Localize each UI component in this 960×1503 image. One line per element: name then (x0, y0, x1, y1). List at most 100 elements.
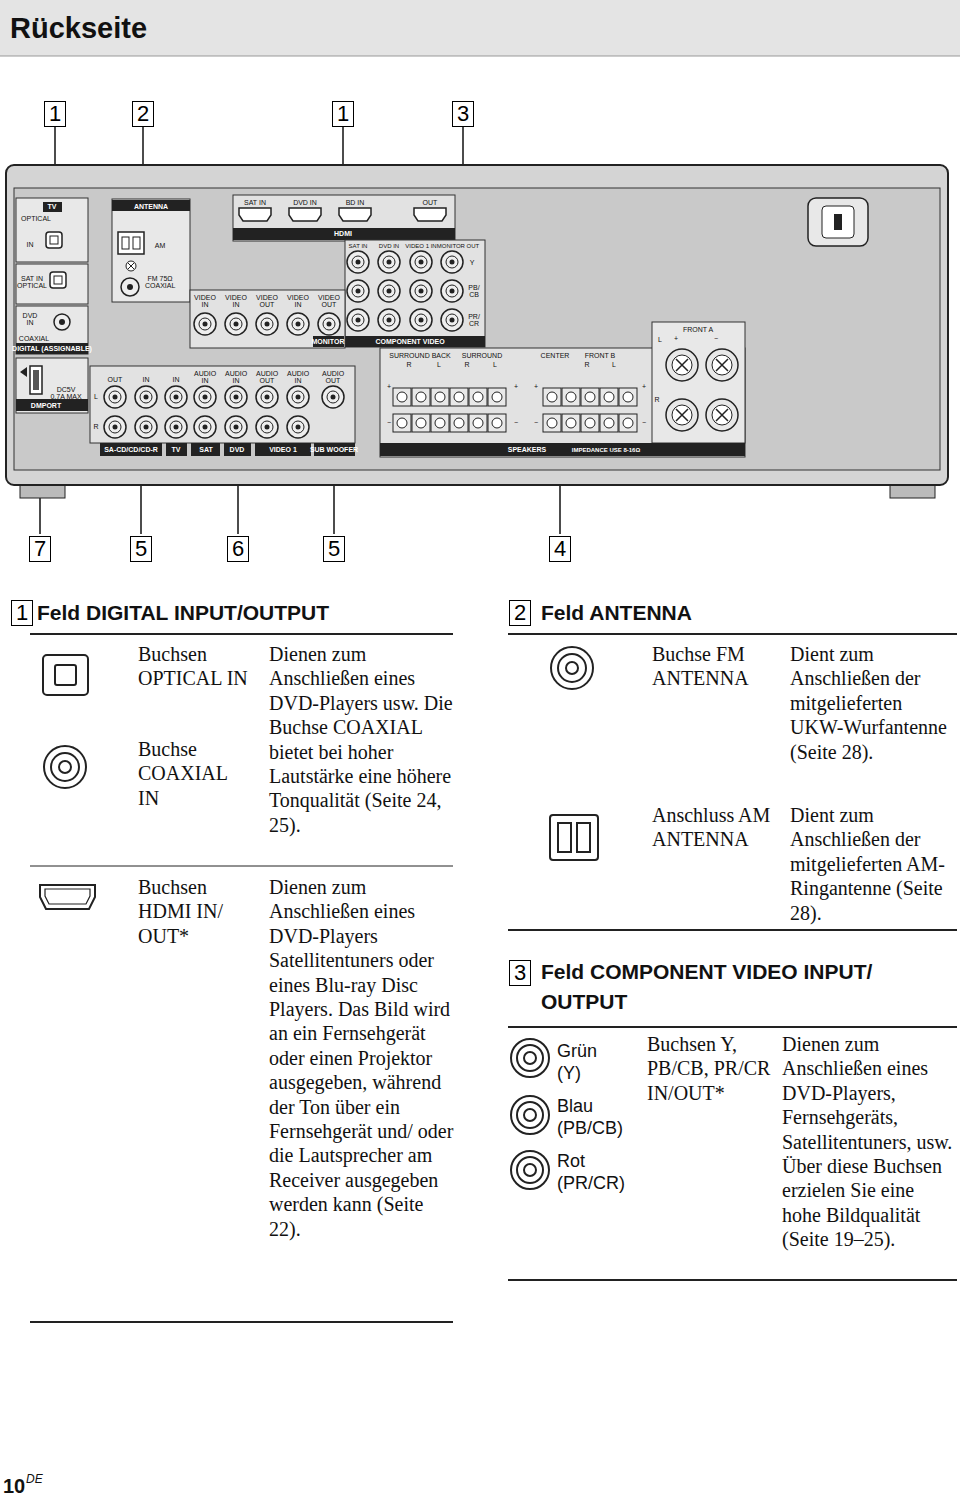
speaker-section (380, 443, 745, 456)
video-audio-section (225, 313, 247, 335)
panel-label: VIDEO OUT (256, 294, 278, 308)
video-audio-section (135, 386, 157, 408)
speaker-section (652, 322, 745, 443)
speaker-section (562, 388, 580, 406)
panel-band-label: SA-CD/CD/CD-R (104, 446, 158, 453)
panel-band-label: DIGITAL (ASSIGNABLE) (12, 345, 92, 352)
digital-section (54, 276, 62, 284)
title-band (0, 56, 960, 57)
speaker-section (431, 414, 449, 432)
antenna-section (127, 284, 133, 290)
jack-icons (45, 889, 90, 904)
section-rules (508, 929, 957, 931)
body-text: Dienen zum Anschließen eines DVD-Players… (782, 1032, 954, 1252)
section-rules (30, 633, 453, 635)
panel-label: IN (143, 376, 150, 383)
hdmi-section (233, 195, 455, 241)
video-audio-section (256, 416, 278, 438)
component-video-section (347, 251, 369, 273)
panel-label: AM (155, 242, 166, 249)
panel-label: R (93, 423, 98, 430)
jack-icons (511, 1151, 549, 1189)
section-rules (30, 866, 453, 867)
body-text: Buchsen Y, PB/CB, PR/CR IN/OUT* (647, 1032, 777, 1105)
speaker-section (393, 414, 411, 432)
callout-number: 1 (44, 101, 66, 127)
component-video-section (410, 309, 432, 331)
digital-section (30, 366, 42, 394)
jack-icons (511, 1039, 549, 1077)
speaker-section (488, 388, 506, 406)
hdmi-section (414, 208, 446, 221)
jack-icons (524, 1109, 536, 1121)
hdmi-section (339, 208, 371, 221)
jack-icons (51, 753, 79, 781)
component-video-section (441, 280, 463, 302)
panel-label: AUDIO IN (194, 370, 216, 384)
panel-label: + (514, 383, 518, 390)
speaker-section (600, 414, 618, 432)
antenna-section (133, 237, 140, 249)
panel-label: FRONT A (683, 326, 713, 333)
jack-icons (59, 761, 71, 773)
video-audio-section (165, 386, 187, 408)
power-inlet (834, 214, 842, 230)
component-video-section (410, 251, 432, 273)
video-audio-section (104, 386, 126, 408)
panel-label: OPTICAL (21, 215, 51, 222)
body-text: Dient zum Anschließen der mitgelieferten… (790, 803, 955, 925)
jack-icons (577, 823, 590, 852)
section-rules (30, 634, 957, 1322)
video-audio-section (287, 416, 309, 438)
antenna-section (121, 278, 139, 296)
antenna-section (112, 200, 190, 211)
panel-label: DVD IN (379, 243, 399, 249)
panel-band-label: TV (172, 446, 181, 453)
speaker-section (488, 414, 506, 432)
digital-section (16, 264, 88, 304)
panel-band-label: SPEAKERS (508, 446, 547, 453)
callout-number: 1 (332, 101, 354, 127)
jack-icons (524, 1052, 536, 1064)
video-audio-section (194, 313, 216, 335)
speaker-section (412, 388, 430, 406)
panel-label: FRONT B (585, 352, 616, 359)
video-audio-section (194, 416, 216, 438)
video-audio-section (287, 313, 309, 335)
body-text: Anschluss AM ANTENNA (652, 803, 782, 852)
video-audio-section (135, 416, 157, 438)
antenna-section (126, 261, 136, 271)
component-video-section (410, 280, 432, 302)
hdmi-section (233, 228, 455, 240)
digital-section (20, 367, 27, 377)
component-video-section (345, 336, 485, 347)
jack-icons (43, 655, 88, 695)
panel-label: MONITOR OUT (437, 243, 480, 249)
section-rules (30, 1321, 453, 1323)
receiver-body (14, 188, 940, 470)
antenna-section (118, 232, 144, 254)
video-audio-section (166, 443, 187, 456)
body-text: Buchse COAXIAL IN (138, 737, 248, 810)
body-text: Dienen zum Anschließen eines DVD-Players… (269, 875, 459, 1241)
antenna-section (112, 199, 190, 302)
panel-label: − (642, 419, 646, 426)
power-inlet (808, 198, 868, 246)
jack-icons (517, 1157, 543, 1183)
panel-label: DC5V 0.7A MAX (50, 386, 82, 400)
panel-label: R (584, 361, 589, 368)
callout-number: 1 (11, 600, 33, 626)
callout-number: 5 (323, 536, 345, 562)
panel-label: VIDEO OUT (318, 294, 340, 308)
panel-label: AUDIO OUT (322, 370, 344, 384)
speaker-section (469, 388, 487, 406)
speaker-section (431, 388, 449, 406)
jack-icons (511, 1096, 549, 1134)
video-audio-section (255, 443, 311, 456)
digital-section (33, 370, 39, 390)
video-audio-section (190, 290, 345, 348)
speaker-section (412, 414, 430, 432)
antenna-section (128, 263, 134, 269)
speaker-section (562, 414, 580, 432)
